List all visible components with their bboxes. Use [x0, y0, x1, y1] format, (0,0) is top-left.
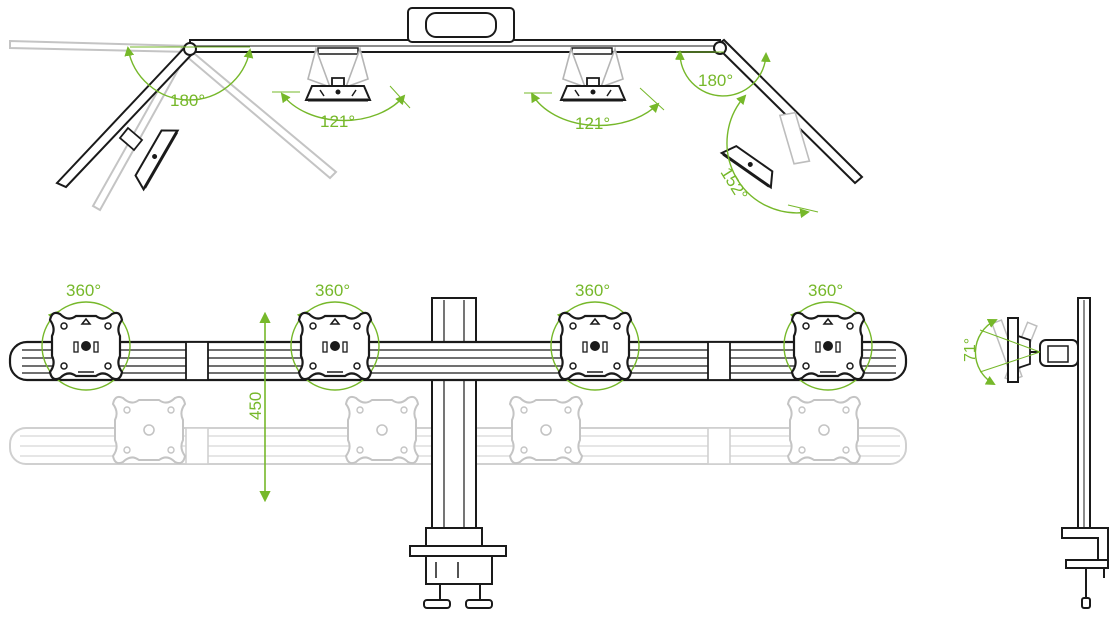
- side-head: [1007, 317, 1019, 383]
- front-view: 450 360° 360° 360° 360°: [8, 281, 908, 609]
- label-rotation-4: 360°: [808, 281, 843, 300]
- front-pole: [431, 297, 477, 535]
- label-side-tilt-71: 71°: [962, 338, 979, 362]
- arc-right-tilt-152: [726, 94, 810, 219]
- arc-center-right-121: [531, 92, 660, 127]
- side-clamp: [1061, 527, 1109, 609]
- top-left-pivot: [183, 42, 197, 56]
- arc-left-180: [124, 46, 254, 101]
- plate-2: 360°: [290, 281, 380, 391]
- top-center-right-head: [559, 47, 627, 102]
- top-center-left-head: [304, 47, 372, 102]
- label-rotation-3: 360°: [575, 281, 610, 300]
- front-crossbar: [8, 340, 908, 382]
- label-rotation-1: 360°: [66, 281, 101, 300]
- plate-1: 360°: [41, 281, 131, 391]
- front-clamp: [409, 527, 507, 609]
- arc-side-tilt-71: [974, 318, 998, 385]
- arc-center-left-121: [280, 92, 406, 122]
- top-view: 180° 121° 121° 180° 152°: [9, 7, 864, 219]
- label-center-right-121: 121°: [575, 114, 610, 133]
- label-left-180: 180°: [170, 91, 205, 110]
- label-right-180: 180°: [698, 71, 733, 90]
- label-rotation-2: 360°: [315, 281, 350, 300]
- plate-4: 360°: [783, 281, 873, 391]
- label-height-450: 450: [246, 392, 265, 420]
- plate-3: 360°: [550, 281, 640, 391]
- label-center-left-121: 121°: [320, 112, 355, 131]
- side-view: 71°: [962, 297, 1109, 609]
- arc-right-180: [674, 50, 771, 97]
